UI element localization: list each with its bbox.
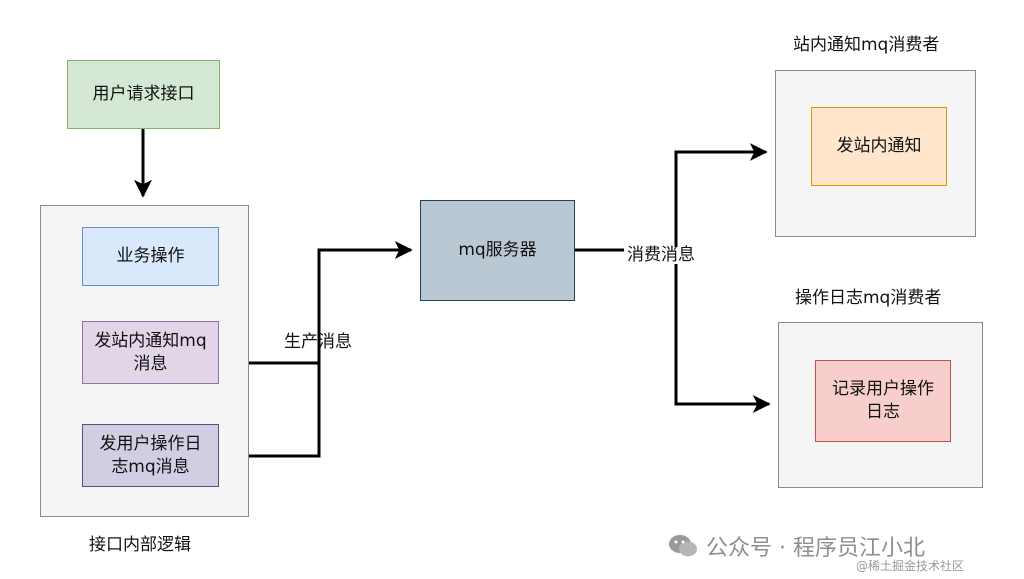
send-station-notice-mq-node: 发站内通知mq 消息 <box>82 321 219 384</box>
business-operation-node: 业务操作 <box>82 227 219 286</box>
consumer1-title: 站内通知mq消费者 <box>793 35 940 55</box>
watermark-text: 公众号 · 程序员江小北 <box>706 536 925 561</box>
consume-message-label: 消费消息 <box>624 247 698 264</box>
consumer2-title: 操作日志mq消费者 <box>795 288 942 308</box>
record-user-oplog-node: 记录用户操作 日志 <box>815 360 951 442</box>
watermark-subtext: @稀土掘金技术社区 <box>856 559 965 573</box>
wechat-icon <box>669 535 697 557</box>
line-mq-to-consumer2 <box>674 250 771 413</box>
line-station-to-mq <box>219 241 413 365</box>
watermark: 公众号 · 程序员江小北 <box>668 530 925 562</box>
send-oplog-mq-node: 发用户操作日 志mq消息 <box>82 424 219 487</box>
produce-message-label: 生产消息 <box>284 332 352 352</box>
mq-server-node: mq服务器 <box>420 200 575 301</box>
line-mq-to-consumer1 <box>575 143 768 252</box>
send-station-notice-node: 发站内通知 <box>811 107 947 186</box>
inner-logic-caption: 接口内部逻辑 <box>89 535 191 555</box>
request-interface-node: 用户请求接口 <box>67 60 220 129</box>
line-oplog-to-junction <box>219 363 321 458</box>
